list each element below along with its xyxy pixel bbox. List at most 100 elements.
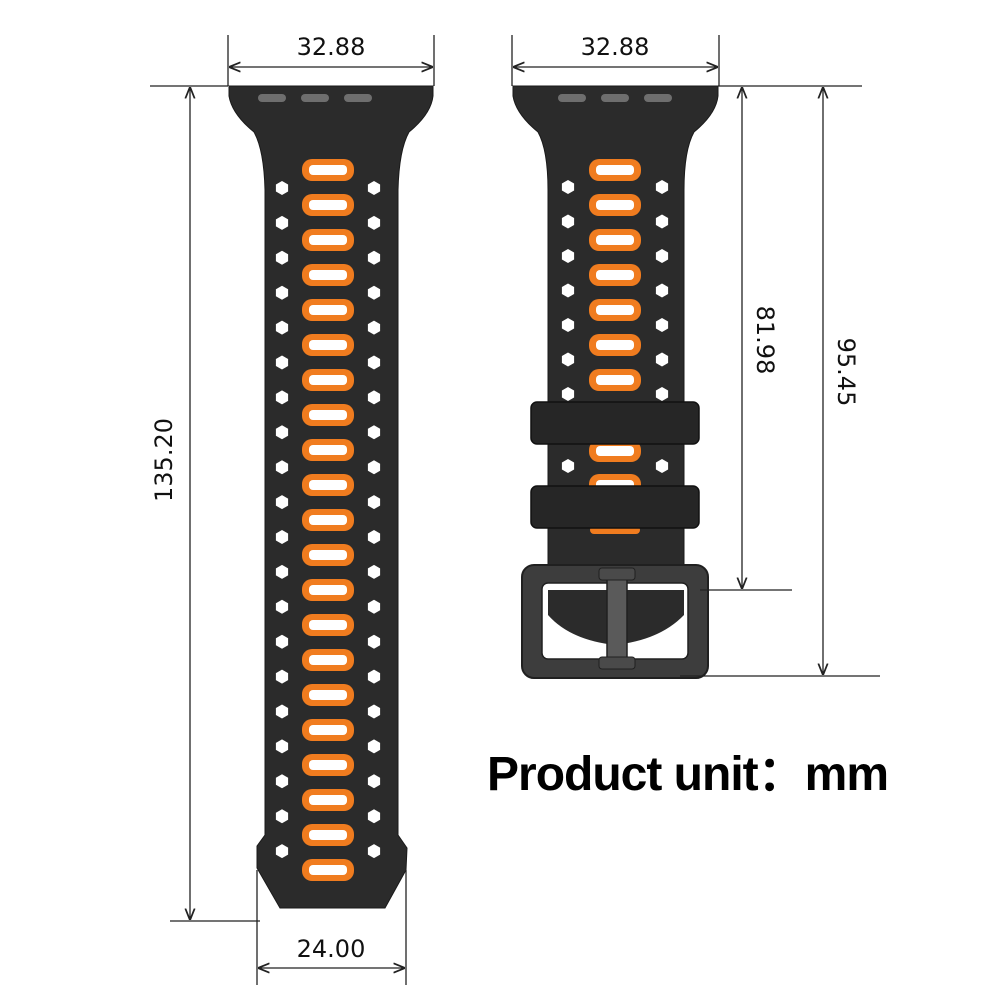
side-hole bbox=[367, 599, 381, 614]
side-hole bbox=[275, 739, 289, 754]
side-hole bbox=[655, 249, 669, 263]
side-hole bbox=[561, 249, 575, 263]
dimension-lines bbox=[150, 35, 880, 985]
side-hole bbox=[275, 355, 289, 370]
side-hole bbox=[275, 460, 289, 475]
accent-slot-hole bbox=[309, 725, 347, 735]
accent-slot-hole bbox=[309, 760, 347, 770]
buckle-strap bbox=[512, 85, 719, 679]
accent-slot-hole bbox=[309, 480, 347, 490]
side-hole bbox=[275, 495, 289, 510]
side-hole bbox=[367, 564, 381, 579]
side-hole bbox=[367, 669, 381, 684]
connector-slot bbox=[344, 94, 372, 102]
long-strap-length-label: 135.20 bbox=[150, 418, 178, 502]
long-strap-holes bbox=[275, 159, 381, 881]
accent-slot-hole bbox=[309, 865, 347, 875]
side-hole bbox=[561, 459, 575, 473]
accent-slot-hole bbox=[309, 270, 347, 280]
side-hole bbox=[367, 285, 381, 300]
long-strap-connector-slots bbox=[258, 94, 372, 102]
side-hole bbox=[367, 355, 381, 370]
connector-slot bbox=[258, 94, 286, 102]
unit-label: Product unit：mm bbox=[487, 748, 888, 801]
side-hole bbox=[561, 387, 575, 401]
side-hole bbox=[275, 704, 289, 719]
accent-slot-hole bbox=[596, 340, 634, 350]
accent-slot-hole bbox=[596, 305, 634, 315]
accent-slot-hole bbox=[309, 690, 347, 700]
accent-slot-hole bbox=[309, 515, 347, 525]
accent-slot-hole bbox=[309, 655, 347, 665]
accent-slot-hole bbox=[309, 375, 347, 385]
side-hole bbox=[275, 215, 289, 230]
side-hole bbox=[367, 704, 381, 719]
side-hole bbox=[367, 844, 381, 859]
accent-slot-hole bbox=[596, 270, 634, 280]
accent-slot-hole bbox=[596, 235, 634, 245]
side-hole bbox=[655, 180, 669, 194]
accent-slot-hole bbox=[309, 620, 347, 630]
long-strap bbox=[228, 85, 434, 909]
keeper-loop-bottom bbox=[530, 485, 700, 529]
side-hole bbox=[275, 250, 289, 265]
side-hole bbox=[655, 459, 669, 473]
side-hole bbox=[275, 669, 289, 684]
side-hole bbox=[367, 739, 381, 754]
connector-slot bbox=[558, 94, 586, 102]
side-hole bbox=[367, 530, 381, 544]
side-hole bbox=[275, 181, 289, 195]
side-hole bbox=[367, 425, 381, 440]
accent-slot-hole bbox=[596, 165, 634, 175]
accent-slot-hole bbox=[309, 165, 347, 175]
accent-slot-hole bbox=[309, 410, 347, 420]
side-hole bbox=[655, 318, 669, 332]
buckle-strap-connector-slots bbox=[558, 94, 672, 102]
side-hole bbox=[367, 809, 381, 824]
side-hole bbox=[367, 774, 381, 789]
side-hole bbox=[367, 181, 381, 195]
long-strap-width-label: 32.88 bbox=[297, 33, 366, 61]
accent-slot-hole bbox=[596, 375, 634, 385]
buckle-strap-total-length-label: 95.45 bbox=[832, 338, 860, 407]
connector-slot bbox=[601, 94, 629, 102]
accent-slot-hole bbox=[309, 305, 347, 315]
side-hole bbox=[275, 599, 289, 614]
side-hole bbox=[275, 774, 289, 789]
accent-slot-hole bbox=[309, 340, 347, 350]
side-hole bbox=[367, 215, 381, 230]
side-hole bbox=[275, 320, 289, 335]
side-hole bbox=[367, 320, 381, 335]
side-hole bbox=[275, 634, 289, 649]
side-hole bbox=[275, 844, 289, 859]
accent-slot-hole bbox=[596, 200, 634, 210]
accent-slot-hole bbox=[309, 795, 347, 805]
side-hole bbox=[367, 634, 381, 649]
side-hole bbox=[561, 318, 575, 332]
side-hole bbox=[367, 250, 381, 265]
side-hole bbox=[275, 285, 289, 300]
buckle-strap-inner-length-label: 81.98 bbox=[751, 306, 779, 375]
side-hole bbox=[275, 564, 289, 579]
long-strap-tip-width-label: 24.00 bbox=[297, 935, 366, 963]
side-hole bbox=[561, 214, 575, 229]
buckle-strap-width-label: 32.88 bbox=[581, 33, 650, 61]
side-hole bbox=[367, 390, 381, 405]
side-hole bbox=[367, 495, 381, 510]
accent-slot-hole bbox=[309, 235, 347, 245]
connector-slot bbox=[301, 94, 329, 102]
side-hole bbox=[561, 180, 575, 194]
accent-slot-hole bbox=[309, 200, 347, 210]
side-hole bbox=[561, 283, 575, 298]
accent-slot-hole bbox=[309, 830, 347, 840]
side-hole bbox=[655, 283, 669, 298]
side-hole bbox=[655, 387, 669, 401]
accent-slot-hole bbox=[309, 550, 347, 560]
side-hole bbox=[275, 390, 289, 405]
side-hole bbox=[655, 214, 669, 229]
side-hole bbox=[275, 530, 289, 544]
side-hole bbox=[275, 425, 289, 440]
side-hole bbox=[561, 352, 575, 367]
buckle-icon bbox=[521, 564, 709, 679]
